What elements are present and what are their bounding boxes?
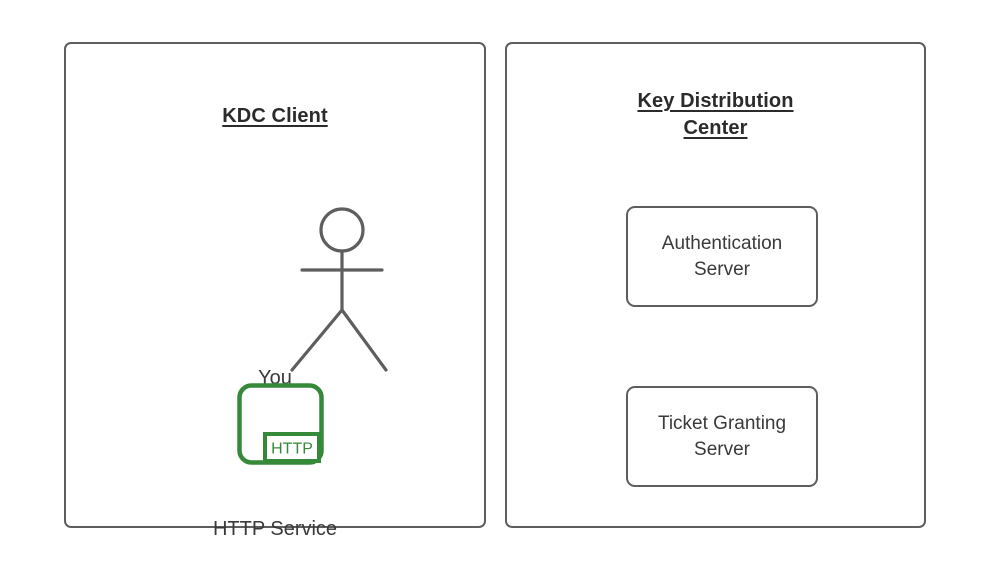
http-service-label: HTTP Service — [212, 518, 338, 540]
stick-figure-icon — [290, 207, 388, 372]
panel-kdc-client-title-text: KDC Client — [222, 105, 328, 127]
panel-key-distribution-center: Key Distribution Center Authentication S… — [505, 42, 926, 528]
panel-kdc-title-line2: Center — [683, 117, 748, 139]
stick-figure-head — [319, 207, 365, 253]
http-icon-badge-text: HTTP — [271, 441, 313, 458]
panel-kdc-client-title: KDC Client — [66, 103, 484, 130]
stick-figure-actor — [272, 162, 412, 382]
panel-kdc-title-line1: Key Distribution — [637, 90, 794, 112]
panel-kdc-title: Key Distribution Center — [507, 88, 924, 142]
ticket-granting-server-line2: Server — [694, 438, 750, 460]
authentication-server-line2: Server — [694, 258, 750, 280]
authentication-server-line1: Authentication — [661, 232, 783, 254]
stick-figure-leg-left — [290, 308, 344, 372]
stick-figure-leg-right — [340, 308, 388, 372]
panel-kdc-client: KDC Client You HTTP — [64, 42, 486, 540]
http-service-glyph: HTTP — [237, 383, 324, 465]
ticket-granting-server-box[interactable]: Ticket Granting Server — [626, 386, 818, 487]
http-service-icon: HTTP — [236, 382, 376, 472]
ticket-granting-server-line1: Ticket Granting — [657, 412, 787, 434]
authentication-server-box[interactable]: Authentication Server — [626, 206, 818, 307]
http-icon-badge-plate — [263, 432, 321, 463]
